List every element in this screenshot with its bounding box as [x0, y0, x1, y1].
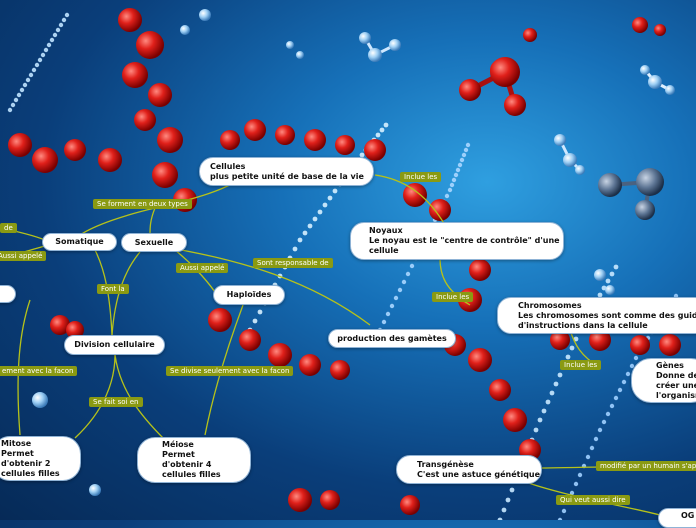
link-label-qui-veut-aussi-dire: Qui veut aussi dire [556, 495, 630, 505]
node-title: Noyaux [369, 226, 553, 236]
node-title: Chromosomes [518, 301, 696, 311]
node-text: Le noyau est le "centre de contrôle" d'u… [369, 236, 553, 246]
node-title: Gènes [656, 361, 696, 371]
node-title: production des gamètes [337, 334, 446, 344]
node-production-gametes[interactable]: production des gamètes [328, 329, 456, 348]
link-label-divise-seulement: Se divise seulement avec la facon [166, 366, 293, 376]
link-label-de: de [0, 223, 17, 233]
node-title: Haploïdes [227, 290, 272, 300]
link-label-se-forment: Se forment en deux types [93, 199, 192, 209]
node-title: Somatique [55, 237, 103, 247]
link-label-inclue-les-1: Inclue les [400, 172, 441, 182]
node-meiose[interactable]: Méiose Permet d'obtenir 4 cellules fille… [137, 437, 251, 483]
node-text: cellules filles [1, 469, 70, 479]
node-title: Mitose [1, 439, 70, 449]
node-noyaux[interactable]: Noyaux Le noyau est le "centre de contrô… [350, 222, 564, 260]
link-label-aussi-appele-1: Aussi appelé [0, 251, 46, 261]
node-text: Permet [162, 450, 240, 460]
node-title: Cellules [210, 162, 363, 172]
node-text: cellule [369, 246, 553, 256]
link-label-inclue-les-2: Inclue les [432, 292, 473, 302]
node-text: Donne des [656, 371, 696, 381]
node-text: C'est une astuce génétique [417, 470, 531, 480]
link-label-modifie: modifié par un humain s'appe [596, 461, 696, 471]
node-text: Les chromosomes sont comme des guides [518, 311, 696, 321]
node-chromosomes[interactable]: Chromosomes Les chromosomes sont comme d… [497, 297, 696, 334]
node-haploides[interactable]: Haploïdes [213, 285, 285, 305]
node-corner[interactable]: OG [658, 508, 696, 528]
link-label-inclue-les-3: Inclue les [560, 360, 601, 370]
node-text: l'organism [656, 391, 696, 401]
node-title: Méiose [162, 440, 240, 450]
node-transgenese[interactable]: Transgénèse C'est une astuce génétique [396, 455, 542, 484]
node-text: d'instructions dans la cellule [518, 321, 696, 331]
link-label-se-fait-soi: Se fait soi en [89, 397, 143, 407]
node-division-cellulaire[interactable]: Division cellulaire [64, 335, 165, 355]
node-title: Sexuelle [135, 238, 173, 248]
node-text: d'obtenir 2 [1, 459, 70, 469]
node-text: plus petite unité de base de la vie [210, 172, 363, 182]
node-text: d'obtenir 4 [162, 460, 240, 470]
node-text: Permet [1, 449, 70, 459]
node-text: créer une c [656, 381, 696, 391]
link-label-font-la: Font la [97, 284, 129, 294]
link-label-sont-responsable: Sont responsable de [253, 258, 333, 268]
node-text: cellules filles [162, 470, 240, 480]
node-somatique[interactable]: Somatique [42, 233, 117, 251]
node-genes[interactable]: Gènes Donne des créer une c l'organism [631, 358, 696, 403]
link-label-aussi-appele-2: Aussi appelé [176, 263, 228, 273]
node-mitose[interactable]: Mitose Permet d'obtenir 2 cellules fille… [0, 436, 81, 481]
node-title: Transgénèse [417, 460, 531, 470]
node-cellules[interactable]: Cellules plus petite unité de base de la… [199, 157, 374, 186]
node-sexuelle[interactable]: Sexuelle [121, 233, 187, 252]
node-title: Division cellulaire [74, 340, 154, 350]
link-label-divise-avec: ement avec la facon [0, 366, 77, 376]
